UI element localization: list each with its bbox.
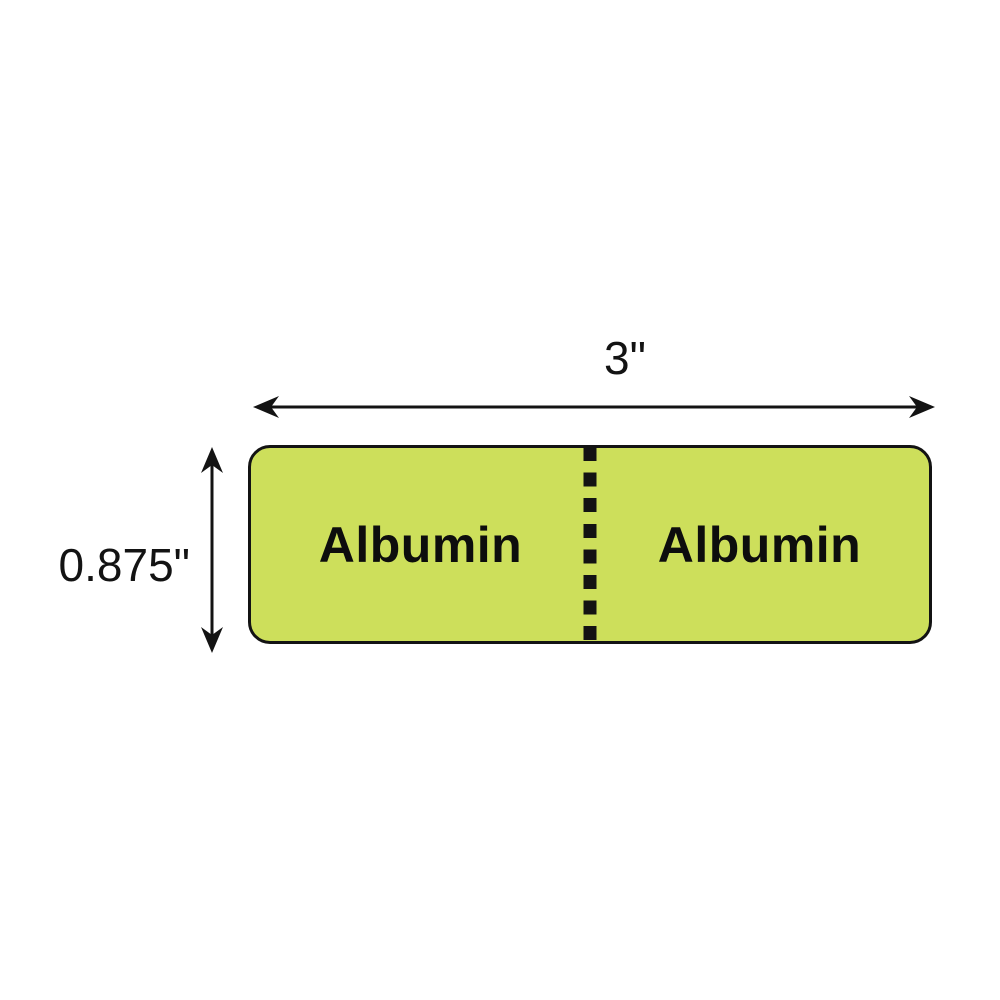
height-dimension-label: 0.875" <box>58 539 190 591</box>
width-dimension-label: 3" <box>604 332 646 384</box>
perforation-line <box>583 447 597 642</box>
albumin-label: Albumin Albumin <box>248 445 932 644</box>
height-dimension-arrow <box>201 447 223 653</box>
albumin-text-right: Albumin <box>657 516 862 573</box>
label-section-left: Albumin <box>251 448 590 641</box>
width-dimension-arrow <box>253 396 935 418</box>
label-section-right: Albumin <box>590 448 929 641</box>
albumin-text-left: Albumin <box>318 516 523 573</box>
